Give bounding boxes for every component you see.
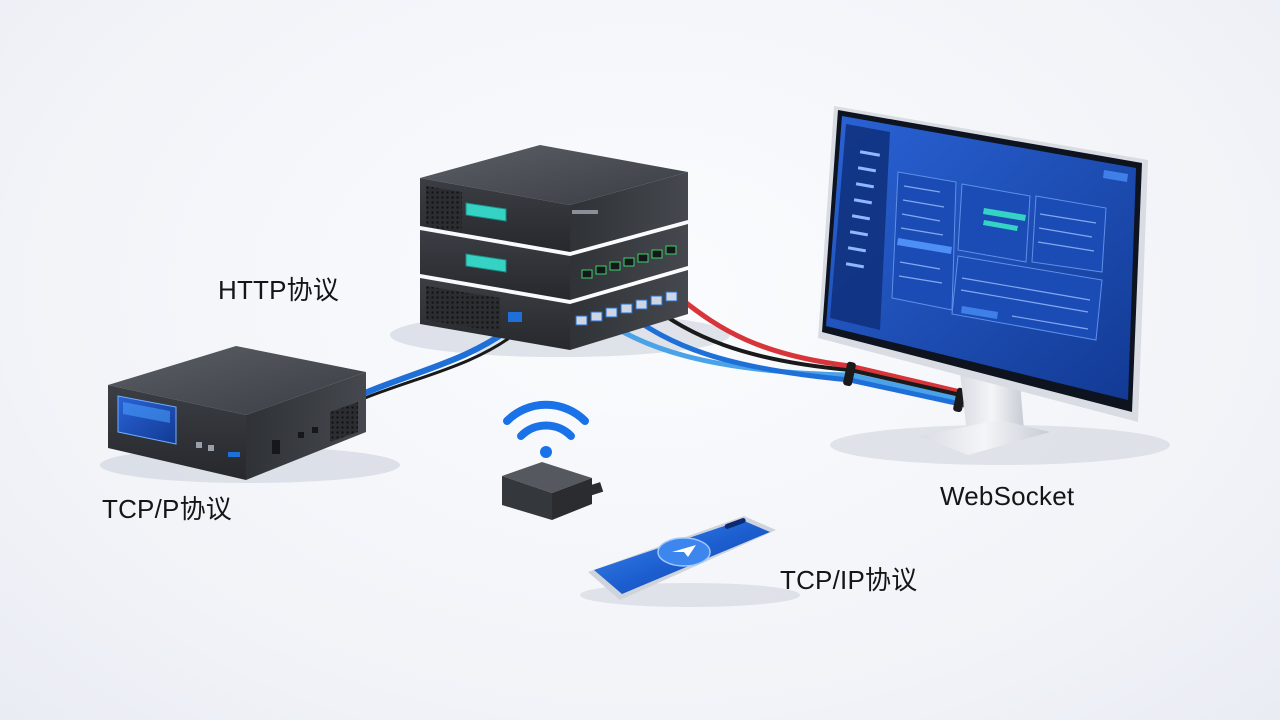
sidebar-item [849,230,869,237]
label-websocket: WebSocket [940,481,1075,511]
text-line [960,289,1089,313]
text-line [901,213,941,222]
box-usb-port [228,452,240,457]
text-line [898,275,943,284]
sidebar-item [847,246,867,253]
adapter-side [552,478,592,520]
server-top-display [465,202,507,222]
server-stack [420,145,688,350]
text-line [902,199,945,208]
port [609,261,621,271]
cable-tie-1 [843,361,856,387]
sidebar-item [855,182,875,189]
server-top-vent [426,186,462,232]
port [651,249,663,259]
label-tcp-ip: TCP/IP协议 [780,565,918,595]
phone-notch [724,518,746,529]
box-side-vent [330,402,358,442]
text-line [961,277,1091,301]
screen-panel-log [951,255,1103,341]
cable-bundle-light-blue [847,372,968,403]
monitor-stand-base [918,420,1050,455]
port [595,265,607,275]
text-line [903,185,941,193]
screen-highlight-bar [983,220,1018,231]
text-line [1037,241,1095,252]
cable-bundle-red [847,363,968,396]
sidebar-item [853,198,873,205]
box-screen-glow [123,402,170,423]
port [635,299,648,310]
text-line [1039,213,1097,224]
box-port [312,427,318,433]
wifi-icon [503,400,589,458]
screen-sidebar [830,124,890,330]
server-top-side [570,172,688,252]
port [590,311,603,322]
sidebar-item [859,150,881,157]
server-mid-display [465,253,507,273]
port [620,303,633,314]
text-line [1038,227,1093,238]
server-bottom-port-blue [508,312,522,322]
port [605,307,618,318]
port [623,257,635,267]
server-mid-ports [581,245,677,279]
box-port [298,432,304,438]
screen-panel-right [1031,195,1107,273]
screen-sidebar-items [845,150,881,269]
text-line [1011,315,1089,330]
box-port [272,440,280,454]
screen-highlight-bar [983,208,1026,221]
box-button [208,445,214,451]
screen-list-selected [897,238,952,254]
screen-text-lines [898,185,1097,330]
sidebar-item [845,262,865,269]
adapter-plug [586,482,604,496]
port [575,315,588,326]
server-top-badge [572,210,598,214]
screen-button [1103,170,1128,182]
sidebar-item [851,214,871,221]
media-box-device [108,346,366,480]
label-http: HTTP协议 [218,275,340,305]
adapter-front [502,476,552,520]
send-icon [672,545,696,557]
port [637,253,649,263]
box-button [196,442,202,448]
label-tcp-p: TCP/P协议 [102,494,232,524]
text-line [899,261,941,270]
server-top-lid [420,145,688,205]
screen-button [961,306,998,319]
port [650,295,663,306]
text-line [900,227,944,236]
adapter-top [502,462,592,493]
port [665,245,677,255]
monitor [818,106,1148,455]
cable-red-4 [677,295,853,369]
wifi-adapter [502,400,604,520]
box-top [108,346,366,415]
server-bottom-ports [575,291,678,326]
port [665,291,678,302]
cable-bundle-blue [847,377,968,408]
sidebar-item [857,166,877,173]
cable-box-to-stack-dark [363,328,522,400]
server-bottom-vent [426,286,500,332]
port [581,269,593,279]
smartphone [588,516,776,600]
cable-bundle-black [848,368,967,398]
